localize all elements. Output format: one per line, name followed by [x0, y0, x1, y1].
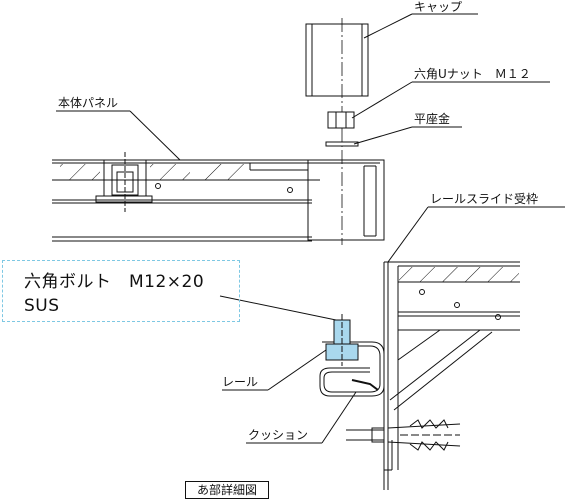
- hex-u-nut-label: 六角Uナット Ｍ１２: [414, 67, 531, 81]
- body-panel-label: 本体パネル: [58, 96, 119, 110]
- cap-part: [305, 23, 369, 97]
- hex-bolt-part: [325, 314, 359, 366]
- rail-label: レール: [222, 375, 259, 389]
- bolt-callout-line2: SUS: [24, 296, 60, 316]
- cap-label: キャップ: [414, 0, 463, 14]
- flat-washer-label: 平座金: [414, 112, 451, 126]
- rail-slide-frame-label: レールスライド受枠: [430, 192, 539, 206]
- drawing-title: あ部詳細図: [185, 481, 269, 499]
- hex-u-nut-part: [327, 111, 355, 129]
- leader-lines: [56, 13, 565, 444]
- body-panel-part: [52, 152, 385, 242]
- anchor-bolt-part: [346, 419, 461, 451]
- cushion-label: クッション: [248, 428, 309, 442]
- bolt-callout-line1: 六角ボルト M12×20: [24, 272, 205, 292]
- rail-part: [319, 341, 385, 397]
- rail-slide-frame-part: [383, 261, 520, 490]
- bolt-callout-box: [2, 260, 240, 322]
- flat-washer-part: [325, 141, 359, 147]
